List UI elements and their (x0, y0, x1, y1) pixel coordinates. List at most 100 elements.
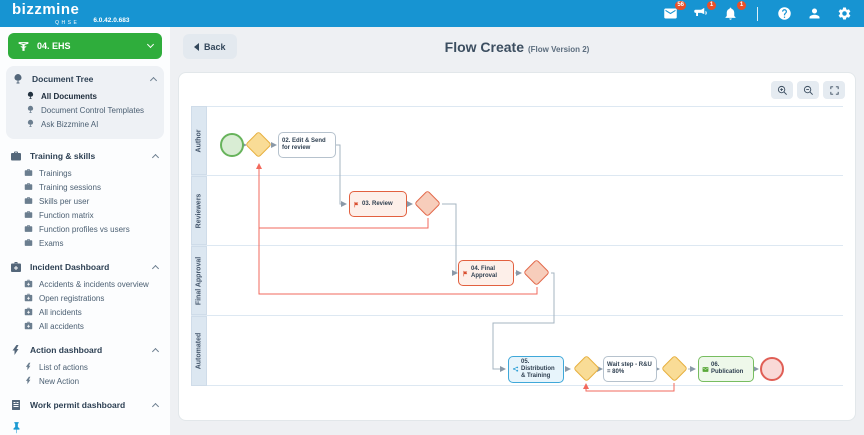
task-wait-step[interactable]: Wait step - R&U = 80% (603, 356, 657, 382)
lane-author (191, 106, 843, 176)
logo-sub-text: QHSE (55, 20, 80, 26)
section-incident-dashboard: Incident Dashboard Accidents & incidents… (8, 261, 162, 333)
bolt-icon (12, 345, 19, 355)
sidebar-item-accidents-incidents-overview[interactable]: Accidents & incidents overview (24, 277, 160, 291)
user-icon[interactable] (807, 6, 822, 21)
topbar-divider (757, 6, 758, 21)
section-work-permit-dashboard: Work permit dashboard (8, 399, 162, 411)
notification-badge: 1 (737, 1, 746, 10)
end-event[interactable] (760, 357, 784, 381)
sidebar-item-ask-bizzmine-ai[interactable]: Ask Bizzmine AI (26, 117, 158, 131)
task-final-approval[interactable]: 04. Final Approval (458, 260, 514, 286)
sidebar-item-new-action[interactable]: New Action (24, 374, 160, 388)
sidebar-item-document-control-templates[interactable]: Document Control Templates (26, 103, 158, 117)
collection-label: 04. EHS (37, 41, 71, 51)
item-label: All incidents (39, 307, 82, 317)
chevron-up-icon (151, 153, 160, 162)
task-label: 04. Final Approval (471, 266, 498, 279)
flow-canvas-panel: Author Reviewers Final Approval Automate… (178, 72, 856, 421)
gear-icon[interactable] (837, 6, 852, 21)
start-event[interactable] (220, 133, 244, 157)
zoom-out-icon (803, 85, 813, 95)
sidebar-item-exams[interactable]: Exams (24, 236, 160, 250)
top-bar: bizzmine QHSE 6.0.42.0.683 56 1 1 (0, 0, 864, 27)
first-aid-icon (24, 307, 33, 315)
item-label: New Action (39, 376, 80, 386)
mail-badge: 56 (675, 1, 686, 10)
back-label: Back (204, 41, 226, 52)
flow-diagram: Author Reviewers Final Approval Automate… (191, 106, 843, 392)
item-label: All Documents (41, 91, 98, 101)
briefcase-icon (24, 224, 33, 232)
zoom-in-icon (777, 85, 787, 95)
task-label: Wait step - R&U = 80% (607, 362, 652, 375)
sidebar-item-skills-per-user[interactable]: Skills per user (24, 194, 160, 208)
sidebar-item-training-sessions[interactable]: Training sessions (24, 180, 160, 194)
mail-icon[interactable]: 56 (663, 1, 686, 21)
bell-icon[interactable]: 1 (723, 1, 746, 21)
task-edit-send-for-review[interactable]: 02. Edit & Send for review (278, 132, 336, 158)
help-icon[interactable] (777, 6, 792, 21)
section-header-training-skills[interactable]: Training & skills (10, 150, 160, 162)
lane-automated (191, 316, 843, 386)
lane-label-reviewers: Reviewers (191, 176, 207, 245)
announcement-badge: 1 (707, 1, 716, 10)
briefcase-icon (24, 210, 33, 218)
chevron-up-icon (151, 264, 160, 273)
task-distribution-training[interactable]: 05. Distribution & Training (508, 356, 564, 383)
task-review[interactable]: 03. Review (349, 191, 407, 217)
section-header-incident-dashboard[interactable]: Incident Dashboard (10, 261, 160, 273)
back-button[interactable]: Back (183, 34, 237, 59)
app-logo: bizzmine QHSE 6.0.42.0.683 (12, 1, 130, 26)
briefcase-icon (24, 238, 33, 246)
flag-icon (354, 201, 359, 207)
sidebar-item-all-documents[interactable]: All Documents (26, 89, 158, 103)
zoom-in-button[interactable] (771, 81, 793, 99)
section-header-document-tree[interactable]: Document Tree (12, 73, 158, 85)
chevron-up-icon (151, 402, 160, 411)
lane-final-approval (191, 246, 843, 316)
sidebar-item-function-matrix[interactable]: Function matrix (24, 208, 160, 222)
announcement-icon[interactable]: 1 (693, 1, 716, 21)
task-label: 05. Distribution & Training (521, 359, 555, 379)
sidebar-item-all-accidents[interactable]: All accidents (24, 319, 160, 333)
collection-selector[interactable]: 04. EHS (8, 33, 162, 59)
bolt-icon (25, 362, 31, 370)
item-label: Function matrix (39, 210, 94, 220)
section-header-work-permit-dashboard[interactable]: Work permit dashboard (10, 399, 160, 411)
item-label: Ask Bizzmine AI (41, 119, 99, 129)
sidebar-item-trainings[interactable]: Trainings (24, 166, 160, 180)
chevron-down-icon (146, 40, 155, 49)
flow-connectors (241, 142, 759, 392)
page-subtitle-text: (Flow Version 2) (528, 45, 590, 54)
item-label: Open registrations (39, 293, 105, 303)
fit-to-screen-button[interactable] (823, 81, 845, 99)
section-title: Action dashboard (30, 345, 103, 355)
sidebar-item-all-incidents[interactable]: All incidents (24, 305, 160, 319)
tree-icon (14, 74, 22, 84)
section-training-skills: Training & skills Trainings Training ses… (8, 150, 162, 250)
task-publication[interactable]: 06. Publication (698, 356, 754, 382)
sidebar-item-list-of-actions[interactable]: List of actions (24, 360, 160, 374)
sidebar-item-open-registrations[interactable]: Open registrations (24, 291, 160, 305)
lane-reviewers (191, 176, 843, 246)
tree-icon (27, 119, 34, 127)
item-label: Document Control Templates (41, 105, 145, 115)
item-label: Trainings (39, 168, 72, 178)
collection-icon (18, 41, 29, 51)
briefcase-icon (24, 168, 33, 176)
pin-sidebar-icon[interactable] (10, 421, 24, 435)
task-label: 02. Edit & Send for review (282, 138, 326, 151)
item-label: Function profiles vs users (39, 224, 130, 234)
fit-screen-icon (829, 85, 839, 95)
first-aid-icon (11, 262, 21, 272)
section-title: Training & skills (30, 151, 96, 161)
first-aid-icon (24, 321, 33, 329)
lane-label-author: Author (191, 106, 207, 175)
section-header-action-dashboard[interactable]: Action dashboard (10, 344, 160, 356)
item-label: Exams (39, 238, 64, 248)
zoom-out-button[interactable] (797, 81, 819, 99)
sidebar-item-function-profiles-vs-users[interactable]: Function profiles vs users (24, 222, 160, 236)
briefcase-icon (11, 151, 21, 161)
briefcase-icon (24, 196, 33, 204)
